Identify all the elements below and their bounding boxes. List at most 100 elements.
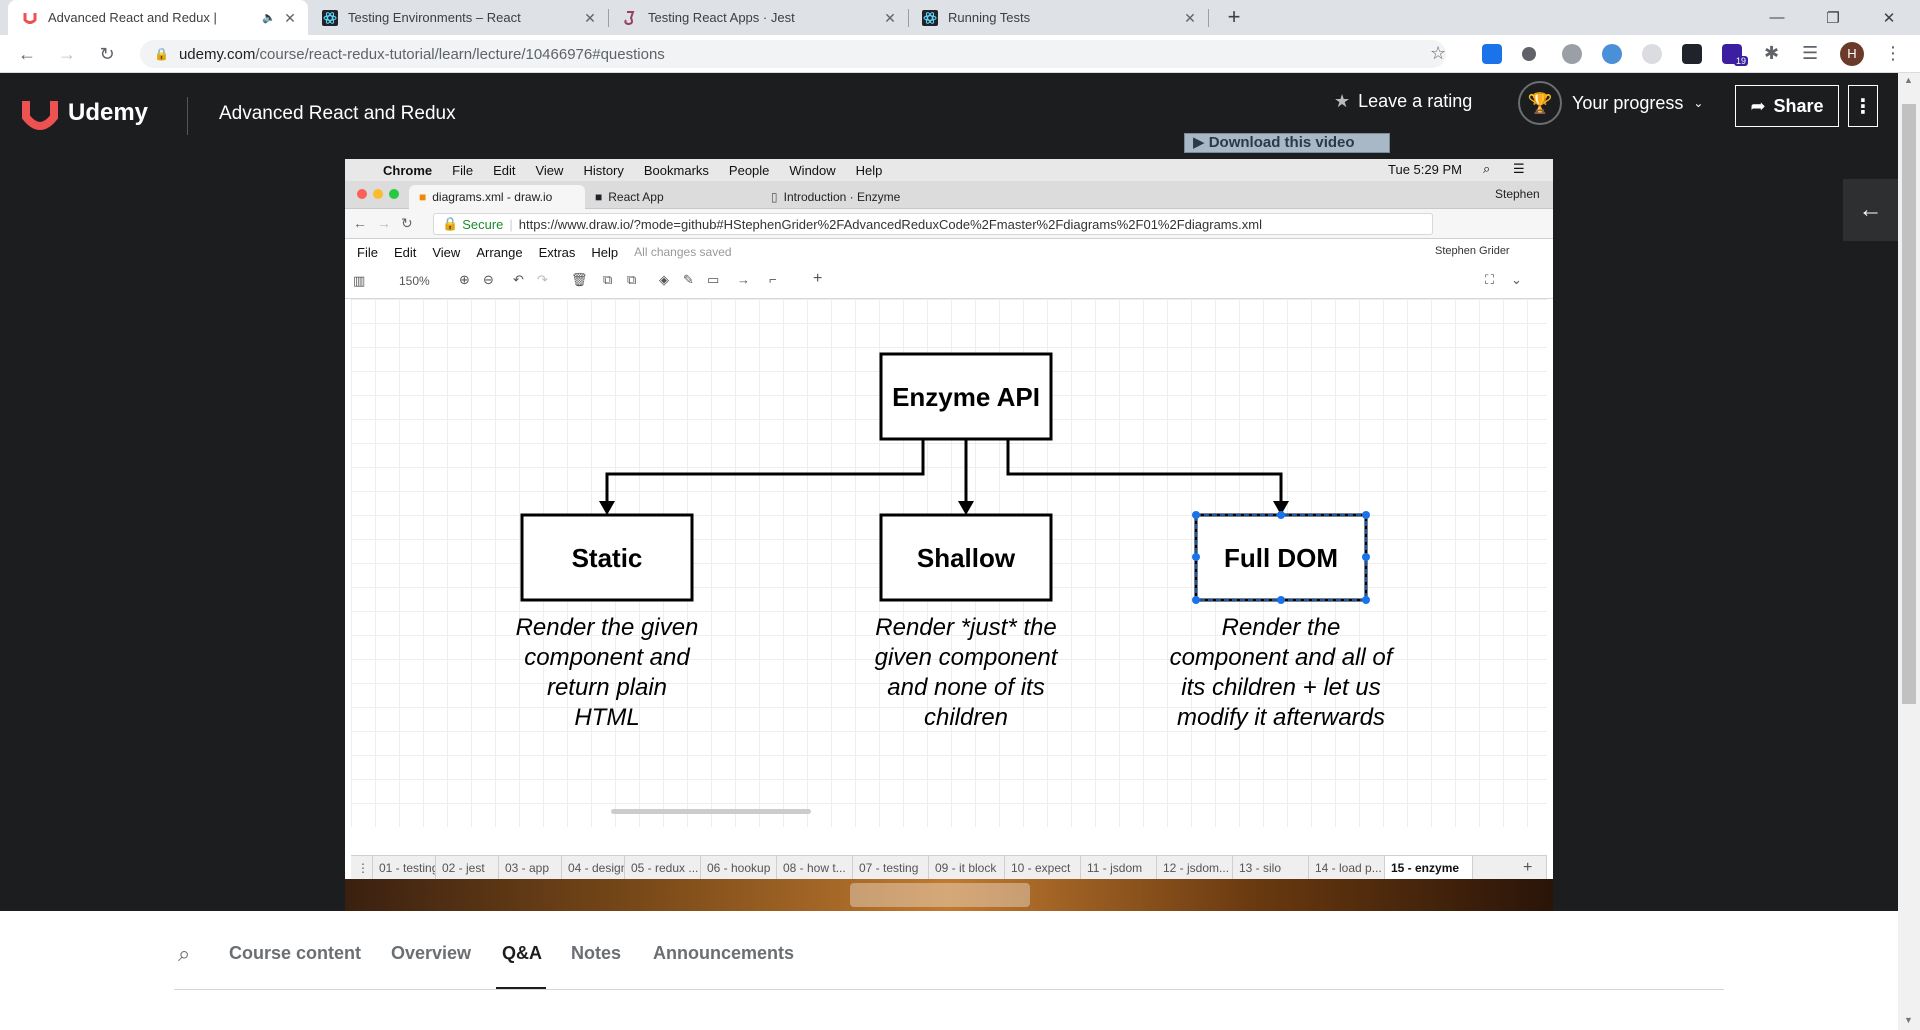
page-tab: 07 - testing: [853, 856, 929, 880]
more-options-icon[interactable]: ⋮: [1848, 85, 1878, 127]
tab-announcements[interactable]: Announcements: [653, 943, 795, 963]
share-button[interactable]: ➦Share: [1735, 85, 1839, 127]
restore-window-icon[interactable]: ❐: [1826, 9, 1840, 27]
page-tab: 04 - design: [562, 856, 625, 880]
mac-menu-item: People: [728, 162, 770, 178]
tab-course-content[interactable]: Course content: [229, 943, 362, 963]
tab-title: Running Tests: [948, 10, 1031, 25]
tab-qa[interactable]: Q&A: [502, 943, 542, 963]
inner-address-bar: 🔒 Secure | https://www.draw.io/?mode=git…: [433, 213, 1433, 235]
drawio-page-tabs: ⋮ 01 - testing 02 - jest 03 - app 04 - d…: [351, 855, 1547, 880]
page-tab: 13 - silo: [1233, 856, 1309, 880]
open-sidebar-arrow-icon[interactable]: ←: [1843, 179, 1898, 241]
media-queue-icon[interactable]: ☰: [1802, 43, 1819, 63]
download-video-overlay[interactable]: ▶ Download this video: [1184, 133, 1390, 153]
tab-separator: [908, 9, 909, 27]
inner-back-icon: ←: [353, 215, 367, 231]
close-tab-icon[interactable]: ✕: [284, 9, 296, 26]
description-line: return plain: [547, 674, 667, 701]
description-line: given component: [875, 644, 1059, 671]
back-arrow-icon[interactable]: ←: [18, 43, 36, 64]
mac-menu-item: Help: [855, 162, 883, 178]
page-tab: 09 - it block: [929, 856, 1005, 880]
canvas-horizontal-scrollbar: [611, 809, 811, 814]
undo-icon: ↶: [513, 272, 524, 287]
minimize-window-icon[interactable]: —: [1769, 9, 1785, 26]
description-line: component and all of: [1170, 644, 1395, 671]
extension-badge: 19: [1734, 56, 1749, 66]
tab-title: Testing Environments – React: [348, 10, 521, 25]
video-player[interactable]: Chrome File Edit View History Bookmarks …: [0, 159, 1898, 911]
node-box-root: [879, 352, 1053, 441]
extensions-puzzle-icon[interactable]: ✱: [1764, 43, 1780, 63]
new-tab-plus-icon[interactable]: +: [1227, 4, 1241, 29]
mac-dock: [345, 879, 1553, 911]
drawio-toolbar: ▥ 150% ⊕ ⊖ ↶ ↷ 🗑 ⧉ ⧉ ◈ ✎ ▭ → ⌐ + ⛶ ⌄: [345, 265, 1553, 299]
scrollbar-thumb[interactable]: [1902, 104, 1916, 704]
zoom-level: 150%: [399, 274, 430, 288]
browser-tab-udemy[interactable]: Advanced React and Redux | 🔈 ✕: [8, 0, 308, 35]
mac-menu-item: Window: [789, 162, 836, 178]
tab-notes[interactable]: Notes: [571, 943, 622, 963]
audio-playing-icon[interactable]: 🔈: [262, 12, 276, 24]
browser-tab-jest[interactable]: Testing React Apps · Jest ✕: [608, 0, 908, 35]
saved-status: All changes saved: [634, 245, 732, 259]
page-scrollbar[interactable]: ▲ ▼: [1898, 73, 1920, 1030]
browser-tab-testing-environments[interactable]: Testing Environments – React ✕: [308, 0, 608, 35]
page-tab: 10 - expect: [1005, 856, 1081, 880]
browser-toolbar: ← → ↻ 🔒 udemy.com/course/react-redux-tut…: [0, 35, 1920, 73]
course-title[interactable]: Advanced React and Redux: [219, 103, 456, 124]
page-tab: 02 - jest: [436, 856, 499, 880]
share-arrow-icon: ➦: [1750, 95, 1766, 116]
close-tab-icon[interactable]: ✕: [884, 9, 896, 26]
node-box-shallow: [879, 513, 1053, 602]
node-label-static: Static: [572, 543, 643, 573]
waypoints-icon: ⌐: [769, 272, 777, 287]
inner-tab-title: React App: [608, 190, 664, 204]
udemy-header: Udemy Advanced React and Redux ▶ Downloa…: [0, 73, 1898, 159]
tab-title: Advanced React and Redux |: [48, 10, 217, 25]
zoom-out-icon: ⊖: [483, 272, 494, 287]
node-label-shallow: Shallow: [917, 543, 1016, 573]
tab-title: Testing React Apps · Jest: [648, 10, 795, 25]
to-front-icon: ⧉: [603, 272, 613, 287]
tab-overview[interactable]: Overview: [391, 943, 472, 963]
mac-menubar: Chrome File Edit View History Bookmarks …: [345, 159, 1553, 181]
chrome-menu-icon[interactable]: ⋮: [1884, 43, 1902, 63]
scroll-up-icon[interactable]: ▲: [1904, 75, 1913, 85]
close-tab-icon[interactable]: ✕: [584, 9, 596, 26]
mac-menu-item: Bookmarks: [643, 162, 709, 178]
scroll-down-icon[interactable]: ▼: [1904, 1015, 1913, 1025]
forward-arrow-icon[interactable]: →: [58, 43, 76, 64]
mac-menu-item: History: [583, 162, 624, 178]
inner-browser-tabs: ■ diagrams.xml - draw.io ■ React App ▯ I…: [345, 181, 1553, 209]
active-tab-underline: [496, 987, 546, 990]
close-window-icon[interactable]: ✕: [1882, 9, 1896, 27]
leave-rating-button[interactable]: ★ Leave a rating: [1334, 91, 1472, 112]
bookmark-star-icon[interactable]: ☆: [1430, 43, 1447, 63]
extension-gear-icon[interactable]: [1562, 44, 1582, 64]
udemy-wordmark: Udemy: [68, 99, 149, 126]
redux-devtools-icon[interactable]: 19: [1722, 44, 1749, 66]
close-tab-icon[interactable]: ✕: [1184, 9, 1196, 26]
zoom-in-icon: ⊕: [459, 272, 470, 287]
inner-tab-title: diagrams.xml - draw.io: [432, 190, 553, 204]
extension-grid-icon[interactable]: [1482, 44, 1502, 64]
inner-tab-react-app: ■ React App: [585, 185, 761, 209]
extension-circle-icon[interactable]: [1602, 44, 1622, 64]
profile-avatar[interactable]: H: [1840, 42, 1864, 66]
description-line: Render the: [1222, 614, 1341, 641]
reload-icon[interactable]: ↻: [99, 43, 115, 64]
jest-favicon-icon: [622, 10, 638, 26]
extension-react-light-icon[interactable]: [1642, 44, 1662, 64]
search-icon[interactable]: ⌕: [178, 941, 191, 966]
insert-plus-icon: +: [813, 270, 823, 287]
react-devtools-icon[interactable]: [1682, 44, 1702, 64]
address-bar[interactable]: 🔒 udemy.com/course/react-redux-tutorial/…: [140, 40, 1446, 68]
browser-tab-running-tests[interactable]: Running Tests ✕: [908, 0, 1208, 35]
inner-tab-enzyme: ▯ Introduction · Enzyme: [761, 185, 937, 209]
color-picker-icon[interactable]: [1522, 47, 1536, 61]
udemy-logo[interactable]: Udemy: [18, 91, 148, 135]
your-progress-button[interactable]: 🏆 Your progress ⌄: [1518, 81, 1703, 125]
connector-full-dom: [1006, 439, 1283, 504]
